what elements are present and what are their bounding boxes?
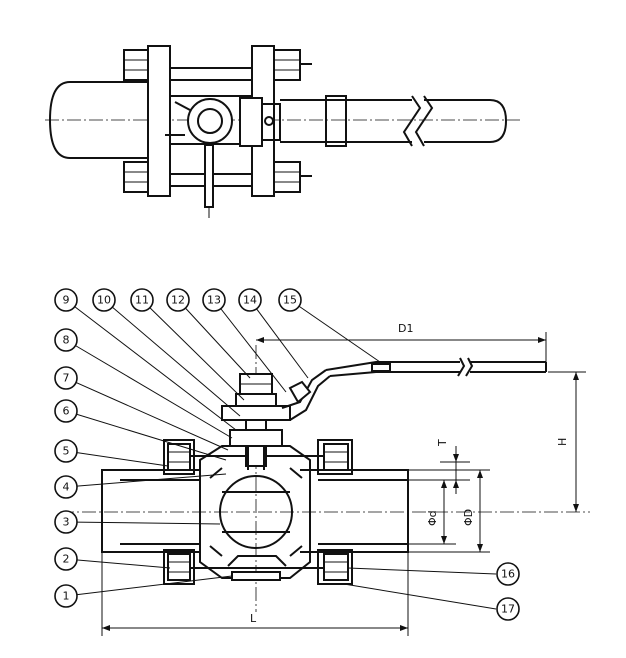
callout-4: 4 <box>63 481 70 494</box>
callout-4-circle <box>54 475 78 499</box>
callout-9-circle <box>54 288 78 312</box>
dim-phi-D-label: ΦD <box>462 509 475 526</box>
callout-16: 16 <box>501 568 515 581</box>
callout-1: 1 <box>63 590 70 603</box>
callout-10-circle <box>92 288 116 312</box>
callout-10: 10 <box>97 294 111 307</box>
callout-7-circle <box>54 366 78 390</box>
callout-17-circle <box>496 597 520 621</box>
callout-3: 3 <box>63 516 70 529</box>
callout-13-circle <box>202 288 226 312</box>
dim-phi-d-label: Φd <box>426 510 439 526</box>
callout-1-circle <box>54 584 78 608</box>
callout-9: 9 <box>63 294 70 307</box>
callout-2: 2 <box>63 553 70 566</box>
callout-11-circle <box>130 288 154 312</box>
callout-12-circle <box>166 288 190 312</box>
callout-8: 8 <box>63 334 70 347</box>
section-view <box>60 345 590 612</box>
callout-2-circle <box>54 547 78 571</box>
callout-6: 6 <box>63 405 70 418</box>
callout-16-circle <box>496 562 520 586</box>
callout-5: 5 <box>63 445 70 458</box>
callouts: 1 2 3 4 5 6 7 8 9 10 11 12 13 14 15 16 1… <box>54 288 520 621</box>
callout-12: 12 <box>171 294 185 307</box>
callout-7: 7 <box>63 372 70 385</box>
callout-13: 13 <box>207 294 221 307</box>
callout-11: 11 <box>135 294 149 307</box>
callout-5-circle <box>54 439 78 463</box>
callout-6-circle <box>54 399 78 423</box>
callout-15-circle <box>278 288 302 312</box>
callout-8-circle <box>54 328 78 352</box>
dim-t-label: T <box>436 439 449 447</box>
dim-h-label: H <box>556 438 569 446</box>
callout-17: 17 <box>501 603 515 616</box>
dimensions: D1 H L T Φd ΦD <box>101 322 586 636</box>
dim-d1-label: D1 <box>398 322 413 335</box>
callout-3-circle <box>54 510 78 534</box>
callout-14: 14 <box>243 294 257 307</box>
callout-14-circle <box>238 288 262 312</box>
callout-15: 15 <box>283 294 297 307</box>
dim-l-label: L <box>250 612 257 625</box>
top-view <box>45 45 520 218</box>
